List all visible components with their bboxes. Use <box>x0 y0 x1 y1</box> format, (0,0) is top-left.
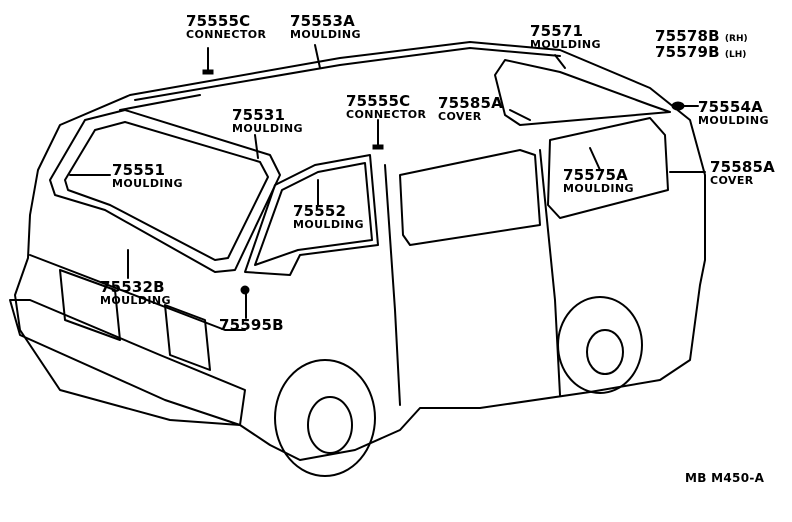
part-name: MOULDING <box>563 182 634 195</box>
part-number: 75532B <box>100 278 165 296</box>
callout-75551: 75551 MOULDING <box>112 161 183 190</box>
callout-75578B-75579B: 75578B (RH) 75579B (LH) <box>655 28 748 60</box>
part-name: MOULDING <box>112 177 183 190</box>
leader-75531 <box>254 134 259 159</box>
sunroof-frame <box>494 59 671 126</box>
part-name: COVER <box>438 110 482 123</box>
rear-wheel-hub <box>307 396 353 454</box>
part-name: CONNECTOR <box>346 108 427 121</box>
callout-75585A-right: 75585A COVER <box>710 158 775 187</box>
callout-75585A-top: 75585A COVER <box>438 94 503 123</box>
connector-part-2 <box>372 144 384 150</box>
part-number: 75554A <box>698 98 763 116</box>
part-number-alt: 75579B <box>655 43 720 61</box>
rear-wheel-outer <box>274 359 376 477</box>
side-label-alt: (LH) <box>724 50 747 60</box>
part-name: CONNECTOR <box>186 28 267 41</box>
callout-75552: 75552 MOULDING <box>293 202 364 231</box>
tailgate-line <box>29 254 246 331</box>
callout-75554A: 75554A MOULDING <box>698 98 769 127</box>
tail-light-2 <box>164 304 211 371</box>
leader-75571 <box>554 54 566 69</box>
part-number: 75571 <box>530 22 584 40</box>
rear-quarter-window <box>244 154 379 276</box>
rear-window-outline <box>49 109 281 273</box>
rear-quarter-window-inner <box>254 162 373 266</box>
front-wheel-hub <box>586 329 624 375</box>
side-label: (RH) <box>724 34 748 44</box>
part-name: COVER <box>710 174 754 187</box>
sliding-door-line-2 <box>539 149 561 396</box>
part-name: MOULDING <box>530 38 601 51</box>
callout-75555C-top: 75555C CONNECTOR <box>186 12 267 41</box>
part-number: 75585A <box>710 158 775 176</box>
part-number: 75595B <box>219 316 284 334</box>
part-number: 75555C <box>186 12 251 30</box>
rear-window-inner <box>64 121 269 261</box>
sliding-door-line <box>384 164 401 406</box>
part-number: 75555C <box>346 92 411 110</box>
callout-75595B: 75595B <box>219 318 284 333</box>
part-name: MOULDING <box>293 218 364 231</box>
rear-bumper <box>9 299 246 426</box>
part-number: 75531 <box>232 106 286 124</box>
tail-light <box>59 269 121 341</box>
callout-75532B: 75532B MOULDING <box>100 278 171 307</box>
part-number: 75575A <box>563 166 628 184</box>
callout-75555C-mid: 75555C CONNECTOR <box>346 92 427 121</box>
connector-part <box>202 69 214 75</box>
side-window-front <box>547 117 669 219</box>
part-number: 75552 <box>293 202 347 220</box>
part-number: 75551 <box>112 161 166 179</box>
figure-code: MB M450-A <box>685 471 765 485</box>
part-name: MOULDING <box>232 122 303 135</box>
roof-rail <box>134 47 561 101</box>
callout-75571: 75571 MOULDING <box>530 22 601 51</box>
part-name: MOULDING <box>290 28 361 41</box>
roof-edge <box>119 94 201 111</box>
part-name: MOULDING <box>100 294 171 307</box>
part-number: 75553A <box>290 12 355 30</box>
leader-75585A-top <box>509 109 531 121</box>
callout-75553A: 75553A MOULDING <box>290 12 361 41</box>
part-name: MOULDING <box>698 114 769 127</box>
leader-75553A <box>314 44 321 69</box>
part-number: 75585A <box>438 94 503 112</box>
front-wheel-outer <box>557 296 643 394</box>
part-number: 75578B <box>655 27 720 45</box>
clip-part <box>240 285 250 295</box>
van-body-outline <box>14 41 706 461</box>
side-window-middle <box>399 149 541 246</box>
leader-75575A <box>589 147 601 171</box>
cover-part <box>671 101 685 111</box>
callout-75575A: 75575A MOULDING <box>563 166 634 195</box>
callout-75531: 75531 MOULDING <box>232 106 303 135</box>
